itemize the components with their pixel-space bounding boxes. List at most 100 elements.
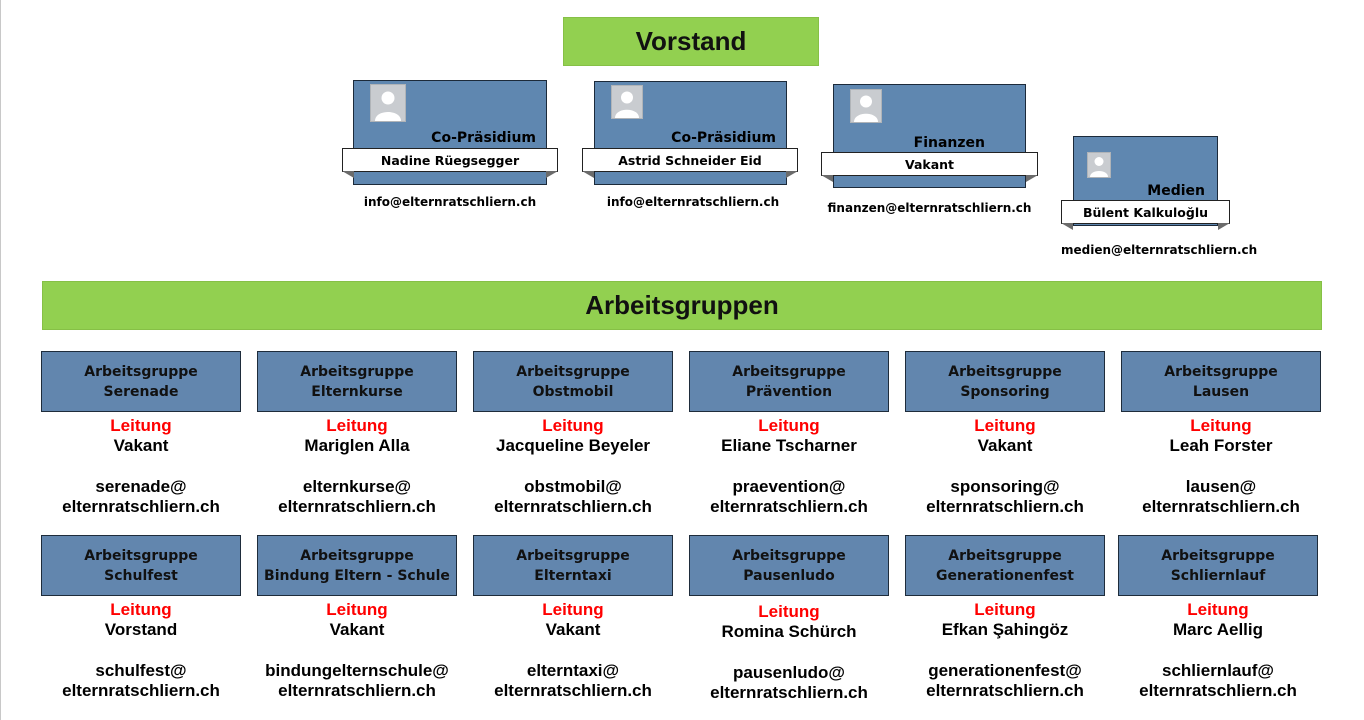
leitung-name: Vorstand (104, 620, 178, 639)
email-domain: elternratschliern.ch (1142, 497, 1300, 516)
member-role: Medien (1147, 183, 1205, 199)
email-domain: elternratschliern.ch (62, 497, 220, 516)
member-email: info@elternratschliern.ch (606, 195, 780, 209)
arbeitsgruppe-email: obstmobil@elternratschliern.ch (473, 477, 673, 517)
email-user: bindungelternschule@ (265, 661, 449, 680)
member-role: Co-Präsidium (431, 130, 536, 146)
email-user: elternkurse@ (302, 477, 412, 496)
arbeitsgruppe-name: Schulfest (104, 567, 178, 584)
arbeitsgruppe-email: generationenfest@elternratschliern.ch (905, 661, 1105, 701)
member-name: Bülent Kalkuloğlu (1082, 204, 1209, 220)
arbeitsgruppe-email: praevention@elternratschliern.ch (689, 477, 889, 517)
email-user: elterntaxi@ (526, 661, 620, 680)
leitung-label: Leitung (326, 416, 388, 435)
leitung-name: Jacqueline Beyeler (495, 436, 651, 455)
member-name-ribbon: Bülent Kalkuloğlu (1061, 200, 1230, 230)
member-role: Co-Präsidium (671, 130, 776, 146)
leitung-label: Leitung (542, 600, 604, 619)
leitung-name: Mariglen Alla (304, 436, 410, 455)
arbeitsgruppe-label: Arbeitsgruppe (948, 363, 1062, 380)
arbeitsgruppen-banner: Arbeitsgruppen (42, 281, 1322, 330)
arbeitsgruppe-email: pausenludo@elternratschliern.ch (689, 663, 889, 703)
leitung-label: Leitung (1190, 416, 1252, 435)
member-email: medien@elternratschliern.ch (1061, 243, 1258, 257)
person-silhouette-icon (611, 85, 643, 119)
arbeitsgruppe-label: Arbeitsgruppe (516, 363, 630, 380)
email-domain: elternratschliern.ch (710, 497, 868, 516)
leitung-name: Leah Forster (1169, 436, 1273, 455)
arbeitsgruppe-name: Elterntaxi (534, 567, 612, 584)
arbeitsgruppe-label: Arbeitsgruppe (948, 547, 1062, 564)
person-silhouette-icon (850, 89, 882, 123)
left-edge-divider (0, 0, 1, 720)
member-name-ribbon: Nadine Rüegsegger (342, 148, 558, 178)
email-domain: elternratschliern.ch (278, 497, 436, 516)
email-user: sponsoring@ (950, 477, 1060, 496)
arbeitsgruppe-name: Generationenfest (936, 567, 1074, 584)
arbeitsgruppe-name: Schliernlauf (1170, 567, 1266, 584)
arbeitsgruppe-name: Serenade (103, 383, 179, 400)
leitung-label: Leitung (110, 600, 172, 619)
email-domain: elternratschliern.ch (62, 681, 220, 700)
arbeitsgruppe-name: Prävention (745, 383, 833, 400)
email-user: praevention@ (732, 477, 846, 496)
leitung-name: Vakant (113, 436, 169, 455)
arbeitsgruppe-email: schulfest@elternratschliern.ch (41, 661, 241, 701)
arbeitsgruppe-email: elterntaxi@elternratschliern.ch (473, 661, 673, 701)
person-silhouette-icon (1087, 152, 1111, 178)
leitung-name: Romina Schürch (721, 622, 857, 641)
member-name-ribbon: Vakant (821, 152, 1038, 182)
email-user: lausen@ (1185, 477, 1257, 496)
arbeitsgruppe-label: Arbeitsgruppe (84, 547, 198, 564)
email-domain: elternratschliern.ch (710, 683, 868, 702)
person-silhouette-icon (370, 84, 406, 122)
arbeitsgruppe-name: Elternkurse (311, 383, 403, 400)
email-domain: elternratschliern.ch (494, 497, 652, 516)
arbeitsgruppen-title: Arbeitsgruppen (585, 290, 779, 320)
arbeitsgruppe-label: Arbeitsgruppe (732, 363, 846, 380)
arbeitsgruppe-email: sponsoring@elternratschliern.ch (905, 477, 1105, 517)
leitung-name: Vakant (977, 436, 1033, 455)
email-domain: elternratschliern.ch (926, 497, 1084, 516)
arbeitsgruppe-label: Arbeitsgruppe (300, 547, 414, 564)
email-domain: elternratschliern.ch (278, 681, 436, 700)
leitung-label: Leitung (110, 416, 172, 435)
member-email: info@elternratschliern.ch (363, 195, 537, 209)
leitung-label: Leitung (758, 602, 820, 621)
arbeitsgruppe-label: Arbeitsgruppe (516, 547, 630, 564)
email-domain: elternratschliern.ch (1139, 681, 1297, 700)
member-name: Nadine Rüegsegger (380, 152, 520, 168)
arbeitsgruppe-email: lausen@elternratschliern.ch (1121, 477, 1321, 517)
arbeitsgruppe-name: Sponsoring (960, 383, 1050, 400)
arbeitsgruppe-email: serenade@elternratschliern.ch (41, 477, 241, 517)
arbeitsgruppe-label: Arbeitsgruppe (732, 547, 846, 564)
arbeitsgruppe-label: Arbeitsgruppe (1161, 547, 1275, 564)
leitung-label: Leitung (1187, 600, 1249, 619)
email-user: generationenfest@ (928, 661, 1082, 680)
email-user: obstmobil@ (524, 477, 622, 496)
arbeitsgruppe-name: Obstmobil (532, 383, 614, 400)
member-name-ribbon: Astrid Schneider Eid (582, 148, 798, 178)
member-name: Astrid Schneider Eid (618, 152, 762, 168)
arbeitsgruppe-name: Pausenludo (743, 567, 835, 584)
leitung-name: Eliane Tscharner (721, 436, 857, 455)
leitung-label: Leitung (758, 416, 820, 435)
email-user: pausenludo@ (733, 663, 845, 682)
